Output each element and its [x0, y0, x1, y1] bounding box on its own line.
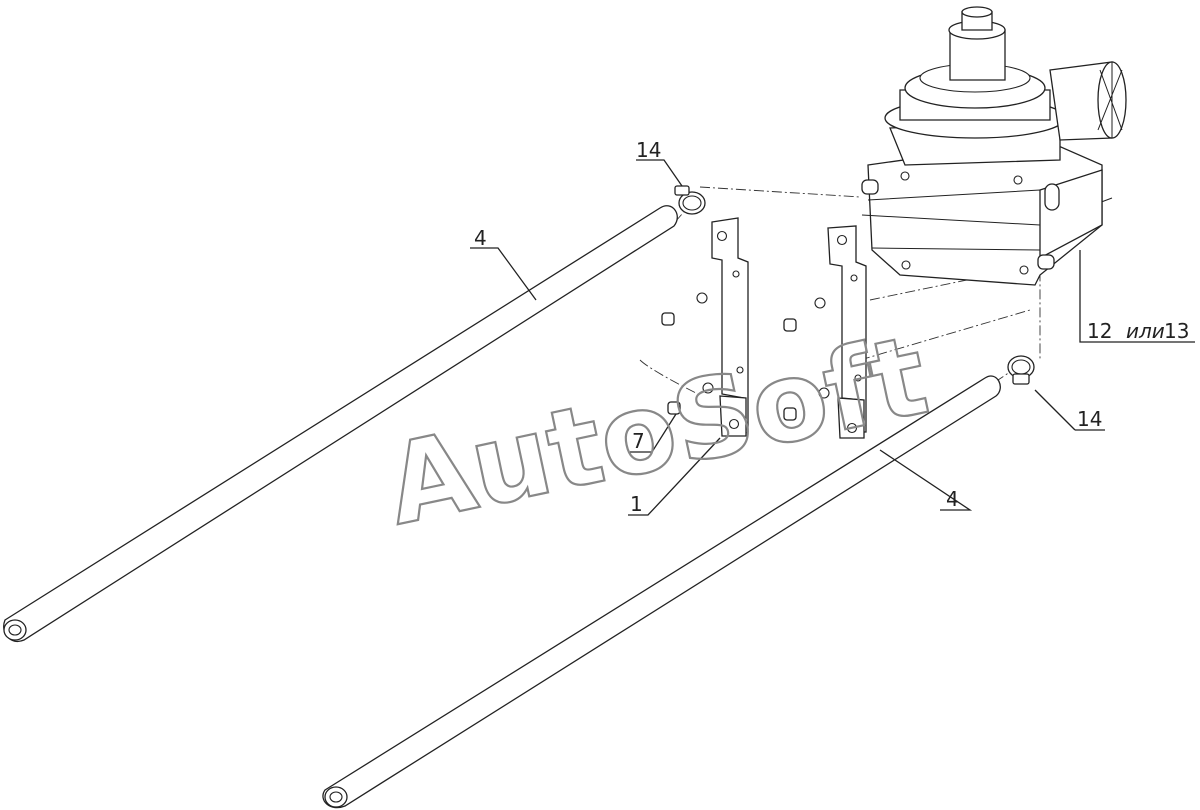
- hose-left: [3, 205, 678, 643]
- heater-unit: [861, 6, 1127, 286]
- callout-heater-main: 12: [1087, 319, 1112, 343]
- clamp-bottom: [1007, 355, 1035, 385]
- clamp-top: [674, 185, 706, 215]
- callout-clamp-top: 14: [636, 138, 661, 162]
- callout-bracket: 1: [630, 492, 643, 516]
- bolt: [783, 407, 797, 421]
- callout-heater-alt: 13: [1164, 319, 1189, 343]
- bolt: [667, 401, 681, 415]
- bolt: [661, 312, 675, 326]
- hose-right: [322, 375, 1001, 809]
- bolt: [783, 318, 797, 332]
- callout-hose-left: 4: [474, 226, 487, 250]
- callout-hose-right: 4: [946, 487, 959, 511]
- fasteners: [661, 292, 830, 421]
- callout-labels: 14 4 14 4 7 1 12 или 13: [474, 138, 1189, 516]
- bracket-left: [711, 217, 749, 437]
- callout-heater-or: или: [1126, 319, 1165, 343]
- callout-clamp-bottom: 14: [1077, 407, 1102, 431]
- leader-lines: [470, 159, 1195, 516]
- callout-bolt: 7: [632, 429, 645, 453]
- bracket-right: [827, 225, 867, 439]
